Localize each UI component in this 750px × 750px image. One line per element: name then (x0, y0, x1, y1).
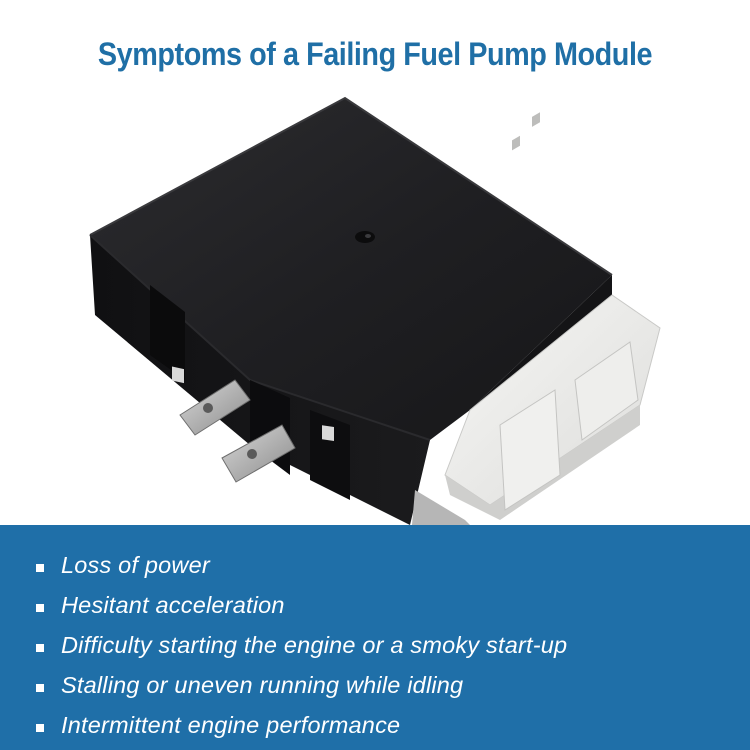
fuel-pump-module-illustration (89, 96, 661, 525)
symptom-text: Difficulty starting the engine or a smok… (61, 631, 568, 658)
metal-terminals (179, 379, 296, 483)
symptom-item: Loss of power (36, 545, 567, 585)
symptom-item: Hesitant acceleration (36, 585, 567, 625)
symptom-text: Intermittent engine performance (61, 711, 401, 738)
bullet-icon (36, 564, 44, 572)
symptom-item: Stalling or uneven running while idling (36, 665, 567, 705)
bullet-icon (36, 644, 44, 652)
symptom-item: Intermittent engine performance (36, 705, 567, 745)
bullet-icon (36, 684, 44, 692)
page-title: Symptoms of a Failing Fuel Pump Module (97, 36, 653, 72)
symptom-item: Difficulty starting the engine or a smok… (36, 625, 567, 665)
bullet-icon (36, 604, 44, 612)
symptom-text: Loss of power (61, 551, 210, 578)
symptom-text: Hesitant acceleration (61, 591, 285, 618)
symptom-text: Stalling or uneven running while idling (61, 671, 464, 698)
product-image (0, 80, 750, 525)
module-right-face (470, 275, 612, 410)
module-dimple (355, 231, 375, 243)
symptoms-panel: Loss of power Hesitant acceleration Diff… (0, 525, 750, 750)
bullet-icon (36, 724, 44, 732)
module-top-face (90, 98, 612, 450)
white-connector (444, 112, 661, 520)
symptoms-list: Loss of power Hesitant acceleration Diff… (36, 545, 567, 745)
